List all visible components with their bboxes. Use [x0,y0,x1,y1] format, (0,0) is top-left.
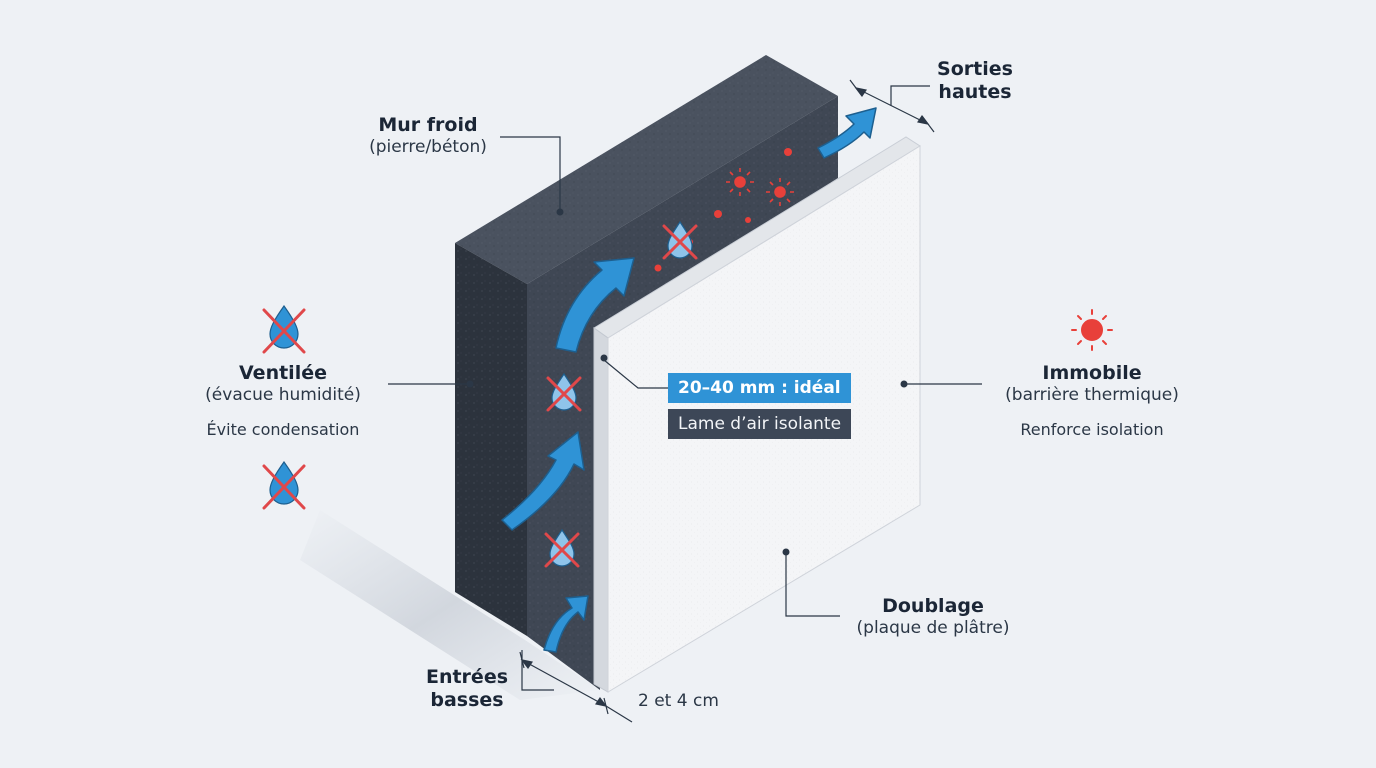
doublage-subtitle: (plaque de plâtre) [856,618,1010,639]
ventilee-title: Ventilée [239,362,327,384]
anchor-dot [466,380,474,388]
water-drop-crossed-icon [262,304,306,354]
leader-gap [603,359,668,389]
label-sorties-hautes: Sorties hautes [922,58,1028,104]
ventilee-note: Évite condensation [206,419,360,439]
label-immobile: Immobile (barrière thermique) Renforce i… [982,362,1202,439]
airflow-arrow-icon [555,257,635,353]
dimension-top [855,87,929,125]
leader-doublage [785,552,840,617]
airflow-arrow-icon [543,595,589,653]
anchor-dot [900,380,908,388]
anchor-dot [556,208,564,216]
label-entrees-basses: Entrées basses [412,666,522,712]
immobile-title: Immobile [1042,362,1142,384]
immobile-note: Renforce isolation [1020,419,1164,439]
floor-shadow [300,510,600,700]
ventilee-subtitle: (évacue humidité) [205,385,361,406]
dimension-bottom [521,659,607,707]
water-drop-crossed-icon [662,220,698,260]
label-mur-froid: Mur froid (pierre/béton) [358,114,498,158]
airflow-arrow-icon [817,107,877,159]
anchor-dot [782,548,790,556]
sorties-line1: Sorties [937,58,1013,80]
label-ventilee: Ventilée (évacue humidité) Évite condens… [183,362,383,439]
leader-entrees [521,650,554,691]
mur-froid-subtitle: (pierre/béton) [369,137,487,158]
dimension-label: 2 et 4 cm [638,691,719,711]
label-doublage: Doublage (plaque de plâtre) [838,595,1028,639]
water-drop-crossed-icon [262,460,306,510]
badge-air-gap: Lame d’air isolante [668,409,852,440]
doublage-title: Doublage [882,595,984,617]
heat-particle-icon [726,168,794,206]
leader-mur-froid [500,136,561,212]
water-drop-crossed-icon [544,528,580,568]
entrees-line2: basses [430,689,504,712]
sorties-line2: hautes [938,81,1012,104]
sun-heat-icon [1071,309,1113,351]
immobile-subtitle: (barrière thermique) [1005,385,1179,406]
entrees-line1: Entrées [425,666,509,688]
mur-froid-title: Mur froid [378,114,478,136]
water-drop-crossed-icon [546,372,582,412]
airflow-arrow-icon [501,431,585,531]
badge-ideal-thickness: 20–40 mm : idéal [668,373,851,404]
anchor-dot [600,354,608,362]
board-side-edge [593,327,609,693]
